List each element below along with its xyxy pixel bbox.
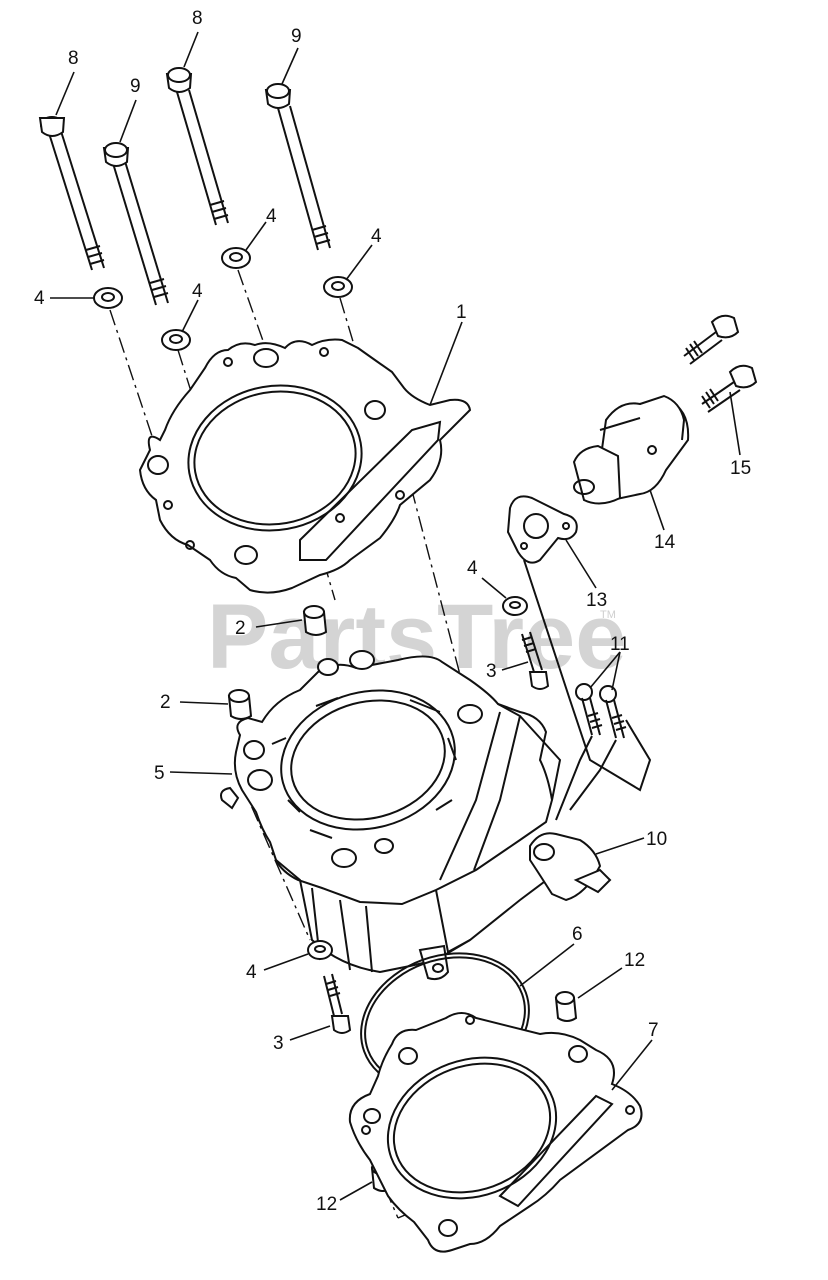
callout-label: 3 — [273, 1033, 284, 1054]
tensioner-bolt-15-upper — [683, 314, 740, 365]
callout-label: 4 — [192, 281, 203, 302]
washer-upper-1 — [93, 287, 123, 309]
head-bolt-8-center — [165, 67, 229, 226]
callout-label: 4 — [371, 226, 382, 247]
dowel-pin-lower — [227, 689, 253, 720]
callout-label: 5 — [154, 763, 165, 784]
head-bolt-9-center — [264, 83, 331, 251]
bolt-3-upper — [521, 631, 550, 690]
tensioner-guide — [523, 559, 652, 792]
callout-label: 4 — [34, 288, 45, 309]
callout-label: 4 — [266, 206, 277, 227]
callout-label: 3 — [486, 661, 497, 682]
callout-label: 2 — [235, 618, 246, 639]
callout-label: 11 — [610, 634, 630, 655]
head-bolt-9-left — [102, 142, 169, 306]
washer-lower — [307, 940, 333, 960]
callout-leaders — [50, 31, 741, 1201]
bolt-3-lower — [323, 973, 352, 1034]
callout-label: 9 — [291, 26, 302, 47]
cam-chain-tensioner — [572, 394, 690, 505]
callout-label: 7 — [648, 1020, 659, 1041]
callout-label: 6 — [572, 924, 583, 945]
bolt-11-left — [575, 683, 603, 736]
washer-upper-2 — [161, 329, 191, 351]
callout-label: 1 — [456, 302, 467, 323]
tensioner-gasket — [506, 495, 578, 564]
tensioner-bolt-15-lower — [701, 364, 758, 413]
washer-right — [502, 596, 528, 616]
head-bolt-8-left — [38, 116, 105, 271]
callout-label: 8 — [68, 48, 79, 69]
washer-upper-3 — [221, 247, 251, 269]
watermark-trademark: TM — [600, 609, 616, 621]
callout-label: 10 — [646, 829, 667, 850]
cylinder-block — [220, 650, 612, 981]
dowel-pin-upper — [302, 605, 328, 636]
dowel-pin-12-upper — [554, 991, 578, 1022]
callout-label: 4 — [246, 962, 257, 983]
callout-label: 13 — [586, 590, 607, 611]
base-gasket — [348, 1012, 643, 1253]
callout-label: 2 — [160, 692, 171, 713]
washer-upper-4 — [323, 276, 353, 298]
callout-label: 9 — [130, 76, 141, 97]
callout-label: 14 — [654, 532, 676, 553]
bolt-11-guide — [555, 735, 617, 821]
callout-label: 8 — [192, 8, 203, 29]
head-gasket — [138, 338, 472, 594]
bolt-11-right — [599, 685, 627, 739]
callout-label: 12 — [624, 950, 645, 971]
callout-label: 15 — [730, 458, 751, 479]
callout-label: 12 — [316, 1194, 337, 1215]
callout-label: 4 — [467, 558, 478, 579]
